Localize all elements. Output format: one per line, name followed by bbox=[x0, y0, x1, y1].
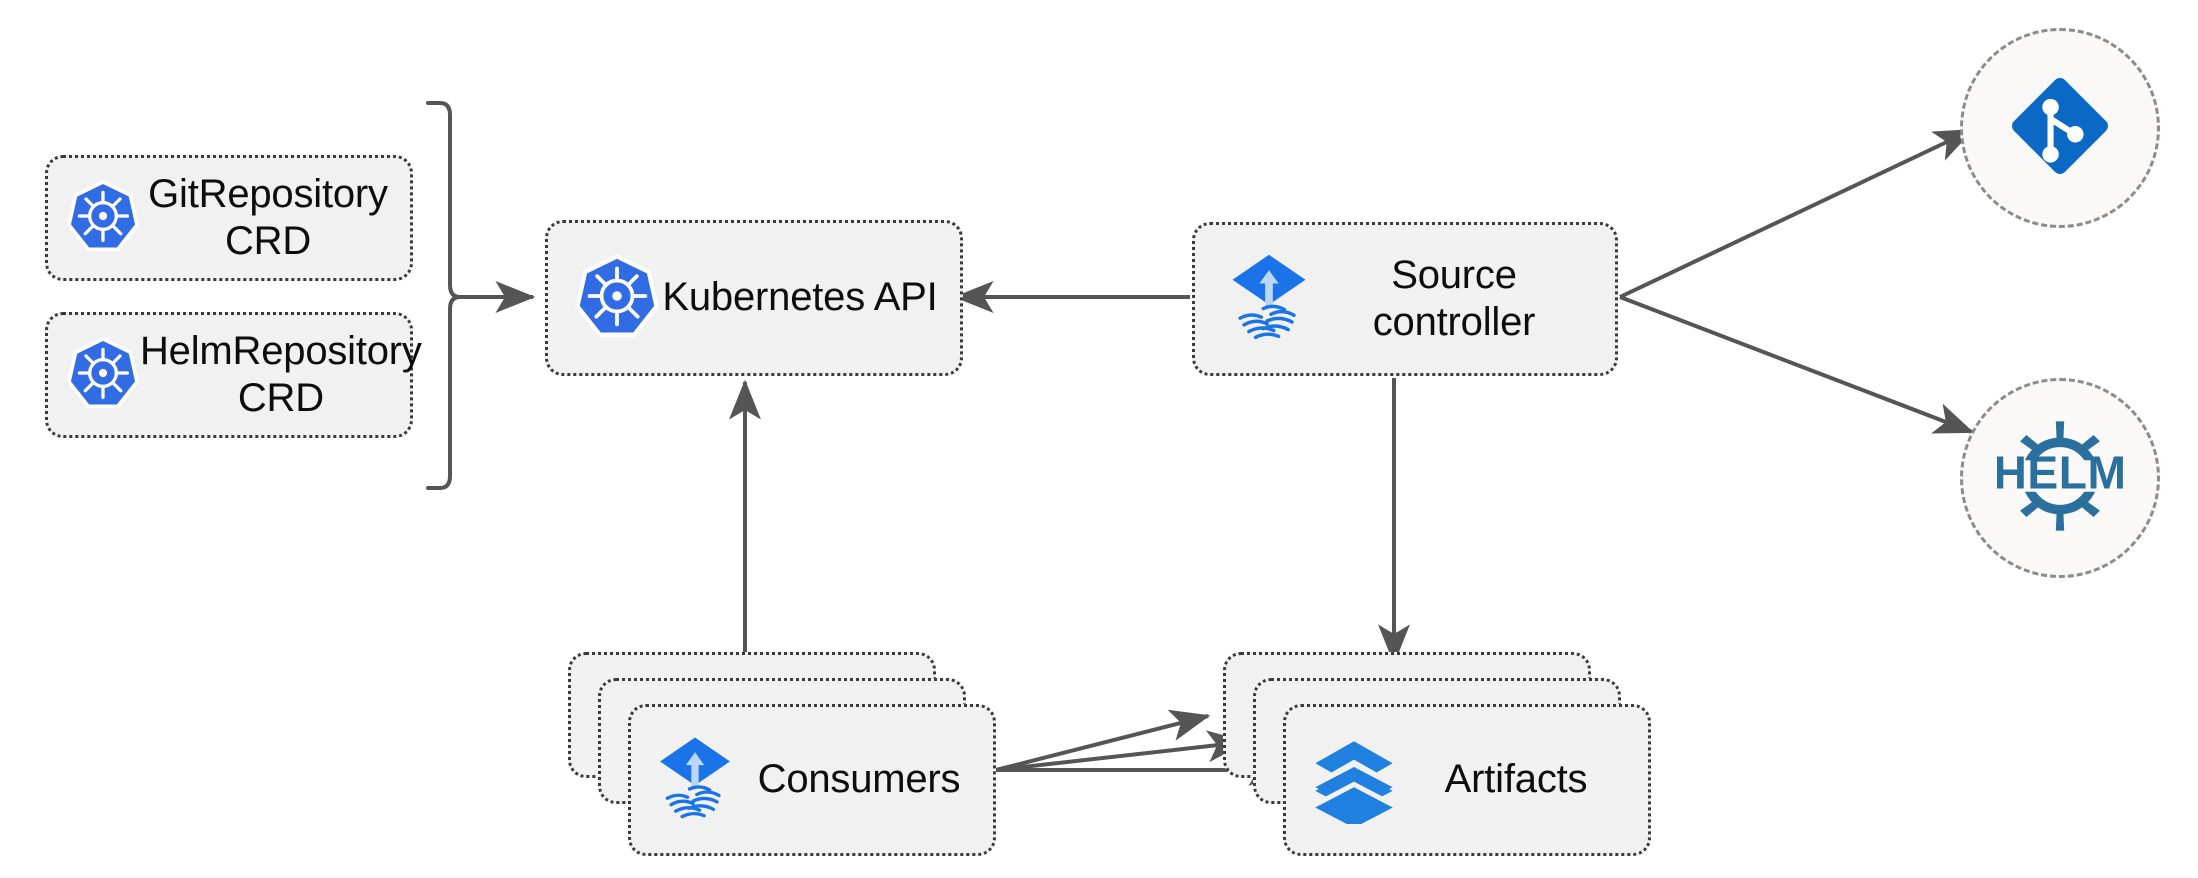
node-helmrepository-crd[interactable]: HelmRepository CRD bbox=[45, 312, 422, 438]
crd-group-bracket bbox=[426, 101, 536, 490]
node-gitrepository-crd[interactable]: GitRepository CRD bbox=[45, 155, 413, 281]
edge-source-to-helm bbox=[1619, 295, 1975, 434]
helm-wordmark: HELM bbox=[1997, 446, 2123, 498]
flux-source-icon bbox=[1221, 249, 1317, 350]
node-artifacts-stack[interactable]: Artifacts bbox=[1223, 652, 1663, 860]
flux-source-icon bbox=[649, 732, 741, 829]
edge-consumers-to-artifacts-mid bbox=[995, 730, 1248, 772]
node-label: Source controller bbox=[1372, 252, 1536, 344]
git-icon bbox=[2001, 67, 2119, 190]
layers-icon bbox=[1308, 732, 1400, 829]
node-source-controller[interactable]: Source controller bbox=[1192, 222, 1618, 376]
helm-wheel-icon: HELM bbox=[1994, 413, 2126, 544]
edge-source-to-git bbox=[1619, 128, 1975, 299]
node-label: Kubernetes API bbox=[662, 275, 938, 320]
node-consumers-stack[interactable]: Consumers bbox=[568, 652, 1008, 860]
node-kubernetes-api[interactable]: Kubernetes API bbox=[545, 220, 963, 376]
node-consumers[interactable]: Consumers bbox=[628, 704, 996, 856]
node-label: HelmRepository CRD bbox=[140, 328, 422, 420]
kubernetes-icon bbox=[574, 253, 660, 344]
edge-consumers-to-artifacts-back bbox=[995, 709, 1211, 772]
kubernetes-icon bbox=[66, 336, 140, 415]
node-helm-provider[interactable]: HELM bbox=[1960, 378, 2160, 578]
node-label: Consumers bbox=[757, 757, 961, 802]
node-label: GitRepository CRD bbox=[148, 171, 388, 263]
node-git-provider[interactable] bbox=[1960, 28, 2160, 228]
node-artifacts[interactable]: Artifacts bbox=[1283, 704, 1651, 856]
node-label: Artifacts bbox=[1444, 757, 1588, 802]
kubernetes-icon bbox=[66, 179, 140, 258]
